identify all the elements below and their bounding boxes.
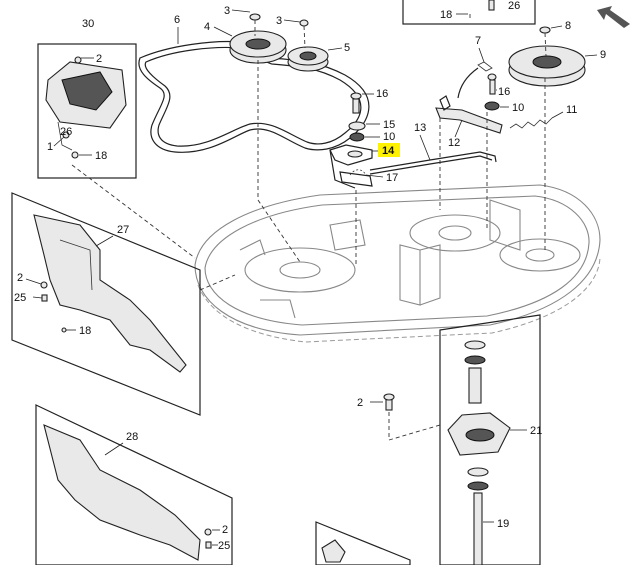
callout-26-top: 26 bbox=[508, 0, 520, 12]
callout-16-right: 16 bbox=[498, 86, 510, 98]
callout-18-box27: 18 bbox=[79, 325, 91, 337]
callout-12: 12 bbox=[448, 137, 460, 149]
inset-box-spindle: 21 19 bbox=[439, 314, 542, 566]
callout-28: 28 bbox=[126, 431, 138, 443]
callout-4: 4 bbox=[204, 21, 210, 33]
callout-13: 13 bbox=[414, 122, 426, 134]
callout-15: 15 bbox=[383, 119, 395, 131]
callout-25-box28: 25 bbox=[218, 540, 230, 552]
callout-10-center: 10 bbox=[383, 131, 395, 143]
tension-linkage: 13 12 7 11 bbox=[369, 35, 577, 230]
inset-box-30: 2 30 26 1 18 bbox=[37, 18, 196, 259]
inset-box-28: 28 2 25 bbox=[35, 404, 233, 566]
callout-2-center: 2 bbox=[357, 397, 363, 409]
callout-27: 27 bbox=[117, 224, 129, 236]
mower-deck bbox=[194, 184, 601, 343]
callout-1: 1 bbox=[47, 141, 53, 153]
callout-17: 17 bbox=[386, 172, 398, 184]
callout-10-right: 10 bbox=[512, 102, 524, 114]
callout-25-box27: 25 bbox=[14, 292, 26, 304]
callout-6: 6 bbox=[174, 14, 180, 26]
callout-2-box27: 2 bbox=[17, 272, 23, 284]
callout-19: 19 bbox=[497, 518, 509, 530]
idler-stack: 16 15 10 14 17 bbox=[329, 88, 400, 265]
callout-3-right: 3 bbox=[276, 15, 282, 27]
callout-14-highlight bbox=[378, 143, 400, 157]
callout-11: 11 bbox=[566, 104, 577, 116]
inset-box-top: 18 26 bbox=[402, 0, 536, 25]
bolt-2-center: 2 bbox=[357, 393, 441, 441]
callout-30: 30 bbox=[82, 18, 94, 30]
pulley-4: 3 4 bbox=[204, 5, 287, 64]
callout-5: 5 bbox=[344, 42, 350, 54]
pulley-9: 8 9 16 10 bbox=[484, 20, 606, 250]
callout-21: 21 bbox=[530, 425, 542, 437]
callout-2-box30: 2 bbox=[96, 53, 102, 65]
pulley-5: 3 5 bbox=[257, 15, 350, 263]
callout-14: 14 bbox=[382, 145, 395, 157]
callout-9: 9 bbox=[600, 49, 606, 61]
callout-8: 8 bbox=[565, 20, 571, 32]
callout-2-box28: 2 bbox=[222, 524, 228, 536]
callout-18-top: 18 bbox=[440, 9, 452, 21]
callout-16-center: 16 bbox=[376, 88, 388, 100]
inset-box-27: 27 2 25 18 bbox=[11, 192, 236, 416]
callout-3-left: 3 bbox=[224, 5, 230, 17]
callout-26-box30: 26 bbox=[60, 126, 72, 138]
callout-7: 7 bbox=[475, 35, 481, 47]
inset-box-bottom bbox=[315, 521, 411, 566]
back-arrow-icon[interactable] bbox=[597, 6, 630, 28]
callout-18-box30: 18 bbox=[95, 150, 107, 162]
